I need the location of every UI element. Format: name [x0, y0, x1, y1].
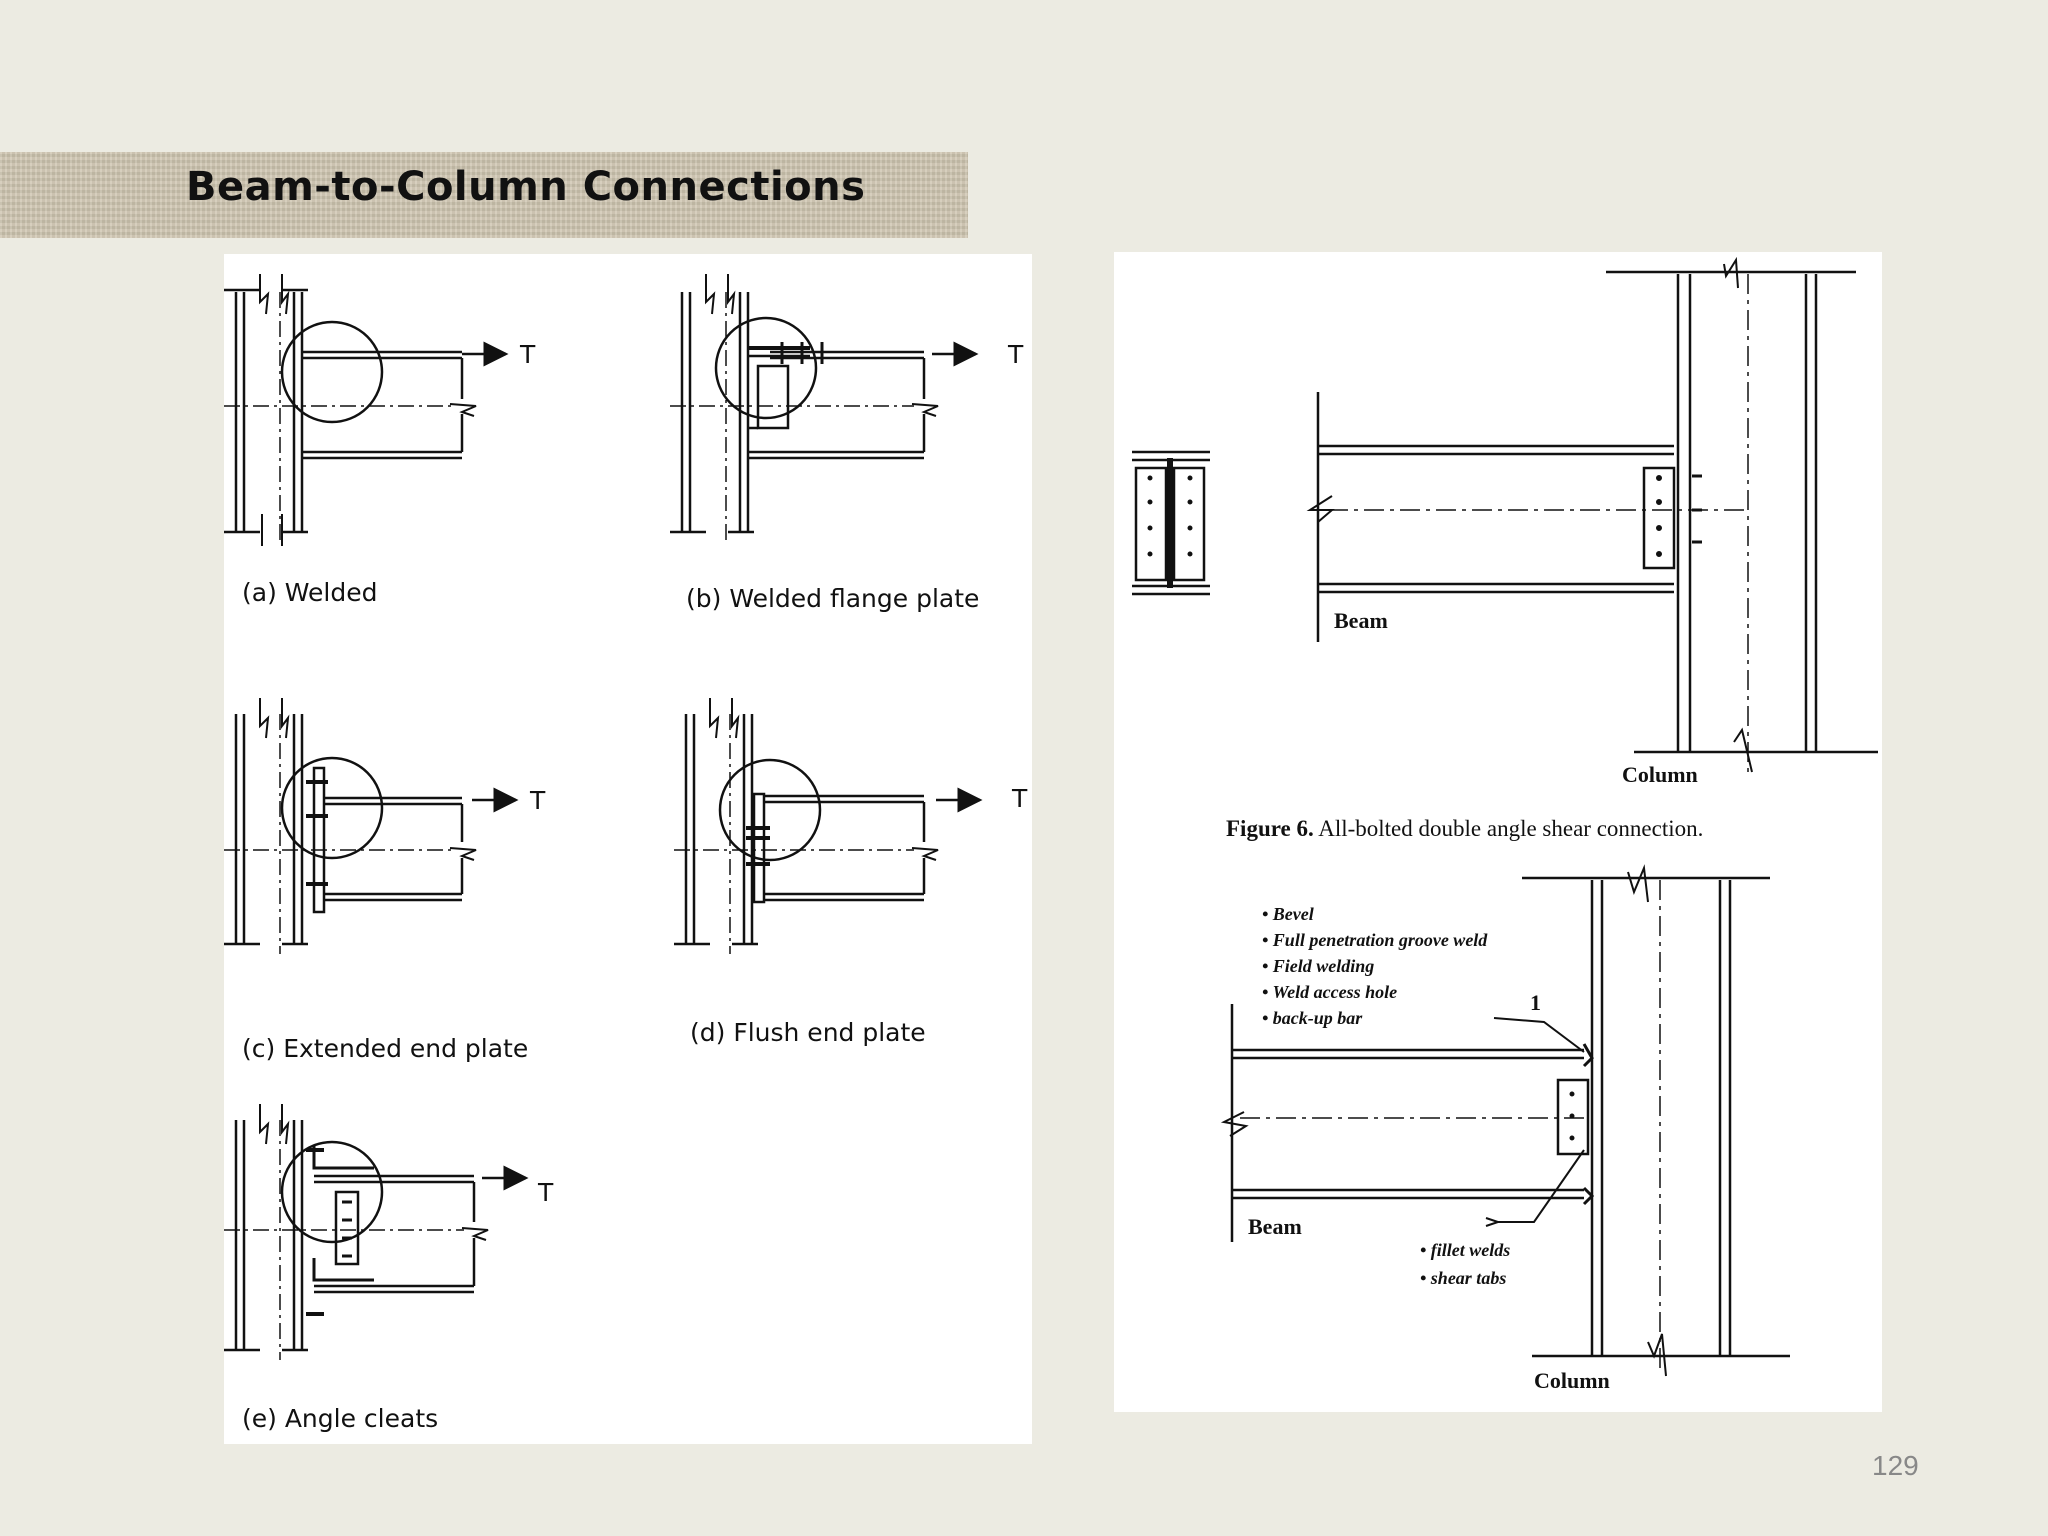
- figure-caption-text: All-bolted double angle shear connection…: [1318, 816, 1704, 841]
- note-field-welding: • Field welding: [1262, 956, 1375, 976]
- caption-extended-end-plate: (c) Extended end plate: [242, 1034, 529, 1063]
- force-label-e: T: [538, 1178, 554, 1207]
- bolted-connection-drawing: [1132, 256, 1878, 773]
- caption-flush-end-plate: (d) Flush end plate: [690, 1018, 926, 1047]
- connection-types-figure: T T T T T (a) Welded (b) Welded flange p…: [224, 254, 1032, 1444]
- page-number: 129: [1872, 1450, 1919, 1481]
- beam-label-bottom: Beam: [1248, 1214, 1302, 1239]
- note-back-up-bar: • back-up bar: [1262, 1008, 1363, 1028]
- caption-welded: (a) Welded: [242, 578, 378, 607]
- note-fillet-welds: • fillet welds: [1420, 1240, 1511, 1260]
- force-label-b: T: [1008, 340, 1024, 369]
- sketch-extended-end-plate: [224, 698, 519, 954]
- column-label-bottom: Column: [1534, 1368, 1610, 1393]
- connection-sketches: [224, 274, 983, 1360]
- title-banner: [0, 152, 968, 238]
- sketch-angle-cleats: [224, 1104, 529, 1360]
- figure-caption-number: Figure 6.: [1226, 816, 1314, 841]
- shear-connection-drawings: [1132, 256, 1878, 1377]
- note-bevel: • Bevel: [1262, 904, 1314, 924]
- slide-title: Beam-to-Column Connections: [186, 164, 866, 210]
- welded-connection-drawing: [1220, 864, 1790, 1377]
- note-full-penetration-weld: • Full penetration groove weld: [1262, 930, 1488, 950]
- caption-welded-flange-plate: (b) Welded flange plate: [686, 584, 980, 613]
- column-label-top: Column: [1622, 762, 1698, 787]
- sketch-welded: [224, 274, 509, 546]
- note-shear-tabs: • shear tabs: [1420, 1268, 1507, 1288]
- callout-number: 1: [1530, 990, 1541, 1015]
- beam-label-top: Beam: [1334, 608, 1388, 633]
- figure-caption: Figure 6. All-bolted double angle shear …: [1226, 816, 1703, 842]
- caption-angle-cleats: (e) Angle cleats: [242, 1404, 439, 1433]
- force-label-c: T: [530, 786, 546, 815]
- sketch-flush-end-plate: [674, 698, 983, 954]
- note-weld-access-hole: • Weld access hole: [1262, 982, 1398, 1002]
- sketch-welded-flange-plate: [670, 274, 979, 544]
- shear-connection-figure: Beam Column Figure 6. All-bolted double …: [1114, 252, 1882, 1412]
- force-label-d: T: [1012, 784, 1028, 813]
- force-label-a: T: [520, 340, 536, 369]
